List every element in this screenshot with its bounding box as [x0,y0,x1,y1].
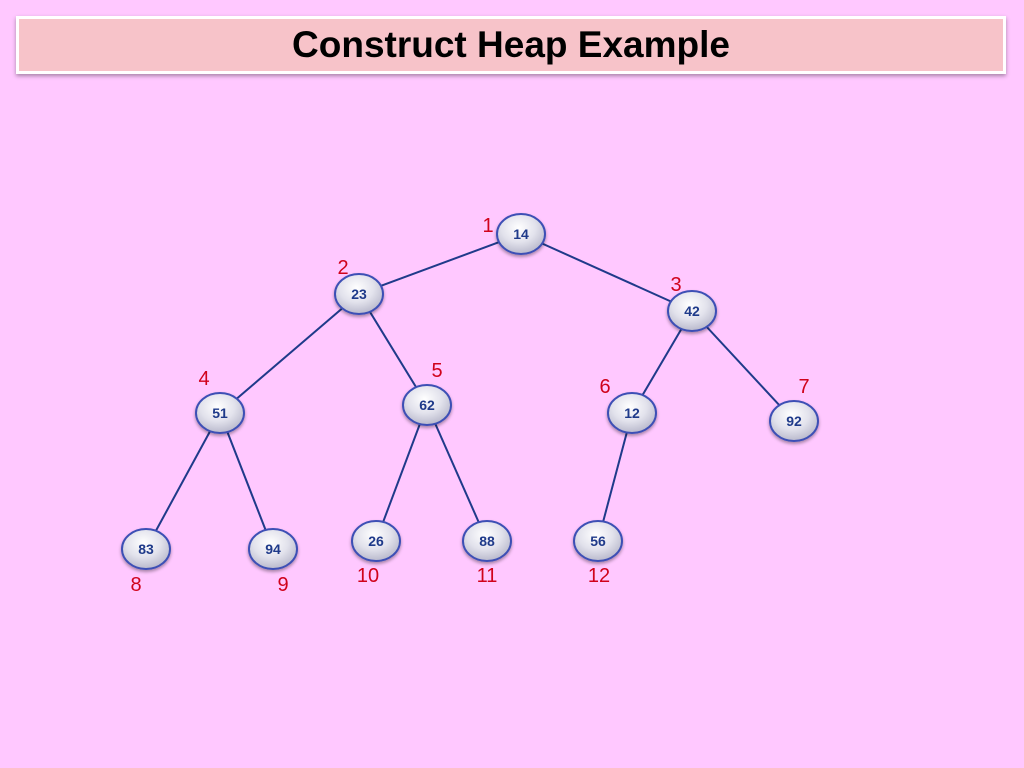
node-index-label: 11 [477,565,498,587]
node-index-label: 6 [599,376,610,398]
node-value: 88 [479,533,495,549]
heap-node-7: 92 [769,400,819,442]
node-value: 83 [138,541,154,557]
node-circle [402,384,452,426]
node-circle [334,273,384,315]
node-index-label: 10 [357,565,379,587]
node-index-label: 12 [588,565,610,587]
node-value: 42 [684,303,700,319]
node-value: 92 [786,413,802,429]
node-circle [121,528,171,570]
heap-node-3: 42 [667,290,717,332]
node-circle [195,392,245,434]
heap-node-10: 26 [351,520,401,562]
edge-6-12 [597,412,633,542]
heap-node-1: 14 [496,213,546,255]
edge-1-2 [358,233,522,295]
edge-5-11 [426,404,488,542]
heap-node-4: 51 [195,392,245,434]
node-circle [667,290,717,332]
node-value: 56 [590,533,606,549]
node-circle [496,213,546,255]
node-value: 26 [368,533,384,549]
node-circle [573,520,623,562]
node-circle [248,528,298,570]
node-index-label: 1 [482,215,493,237]
title-bar: Construct Heap Example [16,16,1006,74]
page-title: Construct Heap Example [292,24,730,65]
heap-node-5: 62 [402,384,452,426]
edge-5-10 [375,404,428,542]
node-value: 94 [265,541,281,557]
node-value: 51 [212,405,228,421]
node-index-label: 9 [277,574,288,596]
edge-1-3 [520,233,693,312]
node-circle [351,520,401,562]
heap-node-8: 83 [121,528,171,570]
edges-layer [145,233,795,550]
node-index-label: 5 [431,360,442,382]
node-index-label: 4 [198,368,209,390]
node-value: 12 [624,405,640,421]
node-index-label: 7 [798,376,809,398]
node-value: 14 [513,226,529,242]
edge-2-4 [219,293,360,414]
node-index-label: 8 [130,574,141,596]
heap-node-9: 94 [248,528,298,570]
node-circle [769,400,819,442]
heap-node-2: 23 [334,273,384,315]
edge-4-8 [145,412,221,550]
node-circle [462,520,512,562]
heap-node-11: 88 [462,520,512,562]
node-value: 62 [419,397,435,413]
edge-3-7 [691,310,795,422]
heap-node-6: 12 [607,392,657,434]
edge-4-9 [219,412,274,550]
node-value: 23 [351,286,367,302]
node-index-label: 2 [337,257,348,279]
heap-node-12: 56 [573,520,623,562]
node-index-label: 3 [670,274,681,296]
node-circle [607,392,657,434]
